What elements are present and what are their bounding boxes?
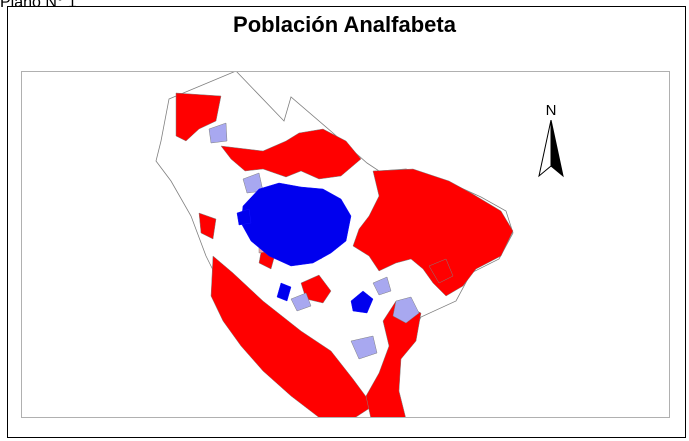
choropleth-map [155, 72, 514, 417]
map-title: Población Analfabeta [233, 12, 456, 37]
map-panel [21, 71, 670, 418]
plan-caption: Plano N° 1 [0, 0, 77, 11]
north-label: N [545, 102, 557, 119]
north-arrow-icon [538, 120, 564, 178]
figure-frame [7, 6, 686, 438]
class-lowest [236, 182, 374, 314]
class-high [175, 92, 514, 417]
class-low [208, 122, 420, 360]
north-arrow: N [536, 102, 566, 182]
